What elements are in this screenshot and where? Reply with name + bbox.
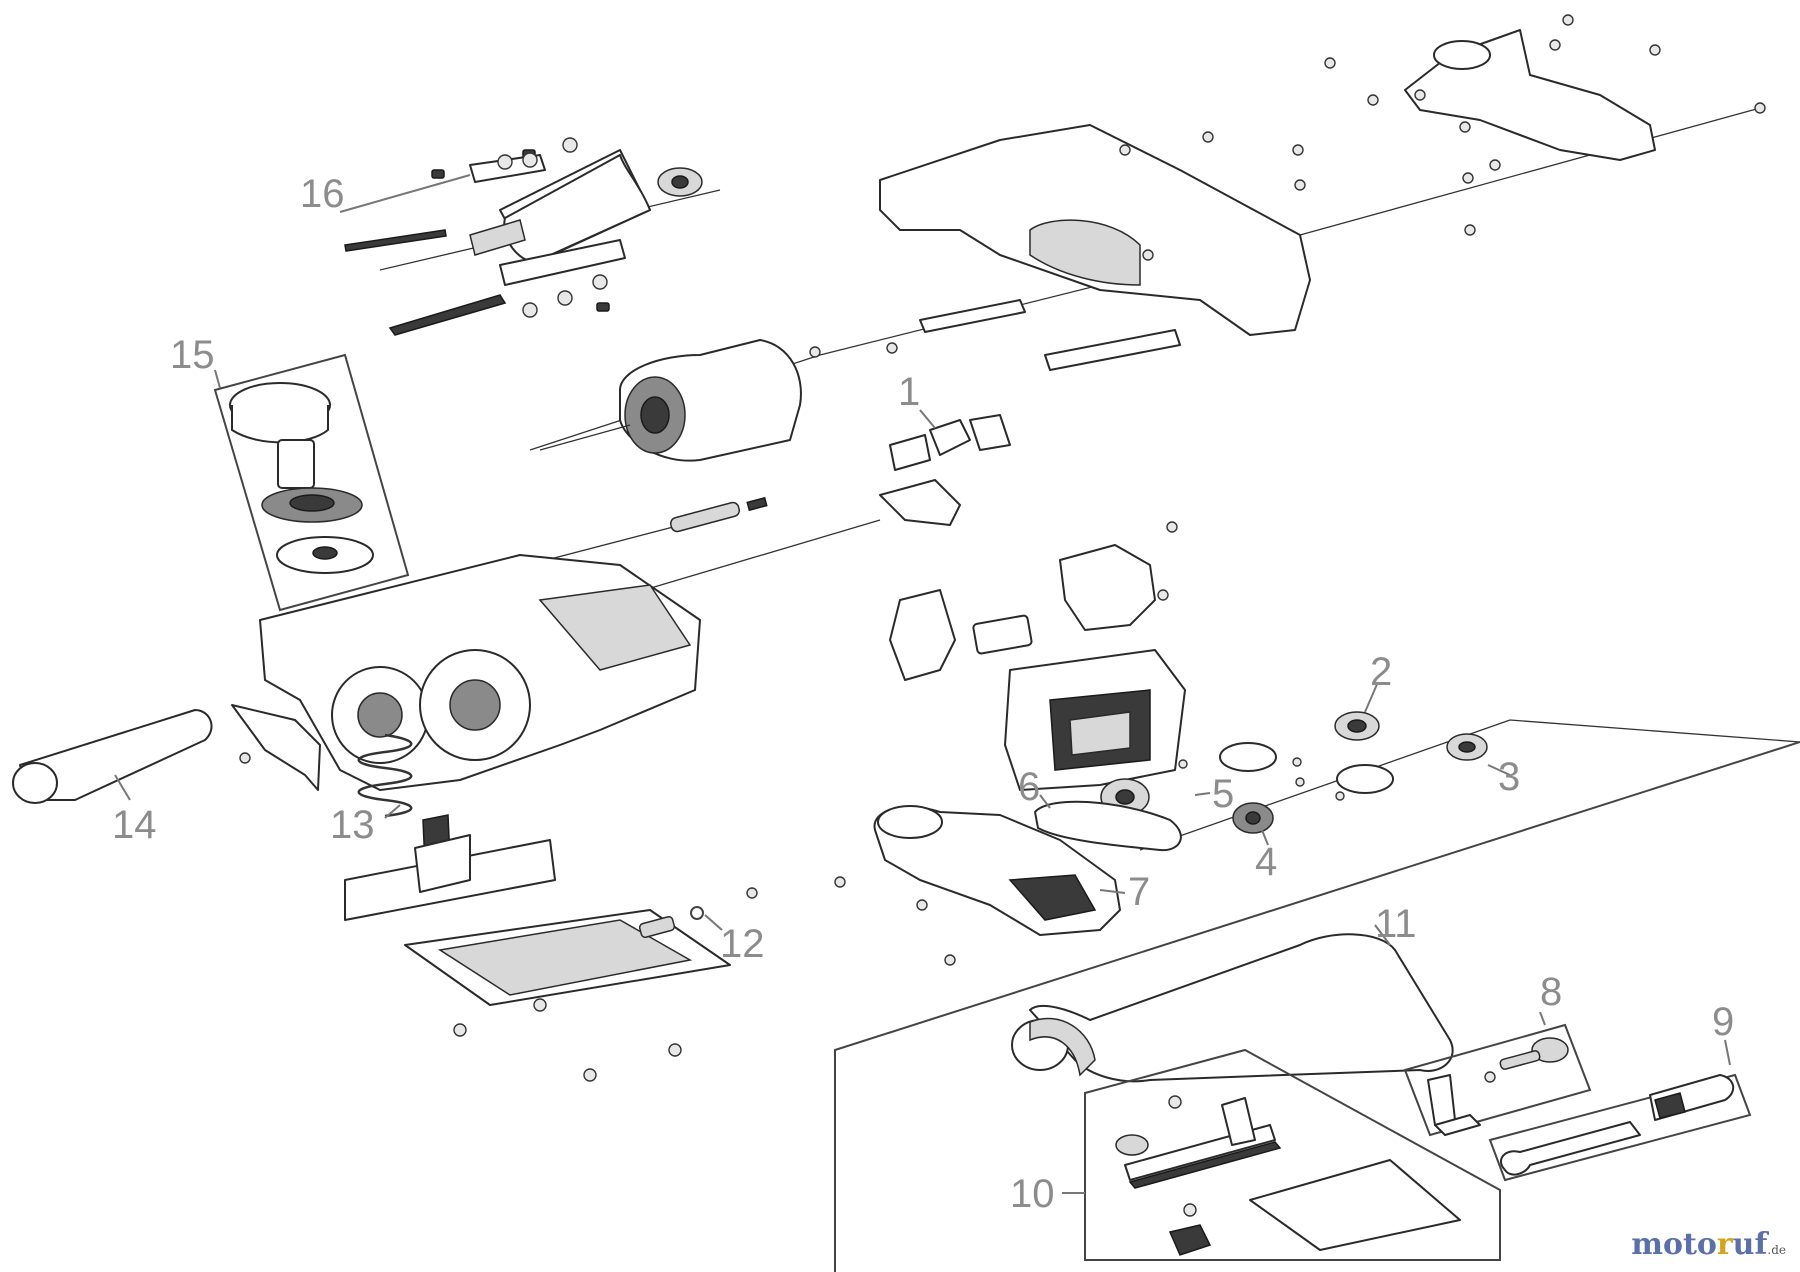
callout-3: 3 bbox=[1498, 755, 1520, 799]
callout-14: 14 bbox=[112, 803, 157, 847]
blade-shaft-assembly bbox=[344, 149, 703, 336]
planer-body bbox=[259, 554, 701, 791]
callout-6: 6 bbox=[1018, 765, 1040, 809]
bearings bbox=[1334, 711, 1488, 761]
parallel-guide-kit bbox=[1084, 1048, 1501, 1261]
callout-10: 10 bbox=[1010, 1172, 1055, 1216]
lock-pin bbox=[669, 496, 768, 533]
accessory-frame bbox=[834, 741, 1800, 1272]
watermark-logo: motoruf.de bbox=[1631, 1227, 1786, 1262]
watermark-tld: .de bbox=[1767, 1243, 1786, 1257]
shaft-screws bbox=[431, 137, 610, 318]
pin-12 bbox=[638, 876, 956, 966]
watermark-part-b: r bbox=[1716, 1227, 1733, 1262]
belt-cover bbox=[873, 805, 1121, 936]
switch-assembly bbox=[879, 414, 1011, 526]
watermark-part-c: uf bbox=[1732, 1227, 1768, 1262]
callout-7: 7 bbox=[1128, 870, 1150, 914]
callout-9: 9 bbox=[1712, 1000, 1734, 1044]
callout-4: 4 bbox=[1255, 840, 1277, 884]
callout-11: 11 bbox=[1375, 902, 1417, 946]
callout-8: 8 bbox=[1540, 970, 1562, 1014]
callout-1: 1 bbox=[898, 370, 920, 414]
chip-ejection-tube bbox=[12, 709, 251, 804]
battery-latch bbox=[889, 521, 1178, 681]
guide-fence bbox=[1403, 1023, 1592, 1137]
upper-housing bbox=[879, 124, 1311, 371]
callout-13: 13 bbox=[330, 803, 375, 847]
watermark-part-a: moto bbox=[1631, 1227, 1717, 1262]
rear-housing bbox=[1404, 29, 1656, 161]
callout-2: 2 bbox=[1370, 650, 1392, 694]
callout-12: 12 bbox=[720, 922, 765, 966]
chip-deflector bbox=[231, 704, 321, 791]
drive-belt bbox=[1034, 800, 1182, 852]
base-plate bbox=[344, 834, 731, 1082]
dust-bag bbox=[1011, 933, 1454, 1083]
callout-5: 5 bbox=[1212, 772, 1234, 816]
callout-16: 16 bbox=[300, 172, 345, 216]
wrench-and-blade bbox=[1488, 1073, 1752, 1182]
callout-15: 15 bbox=[170, 333, 215, 377]
battery-pack bbox=[1004, 649, 1186, 791]
leader-lines bbox=[114, 174, 1731, 1194]
motor bbox=[539, 339, 802, 462]
depth-knob-assembly bbox=[213, 353, 410, 612]
housing-screws bbox=[809, 14, 1766, 358]
